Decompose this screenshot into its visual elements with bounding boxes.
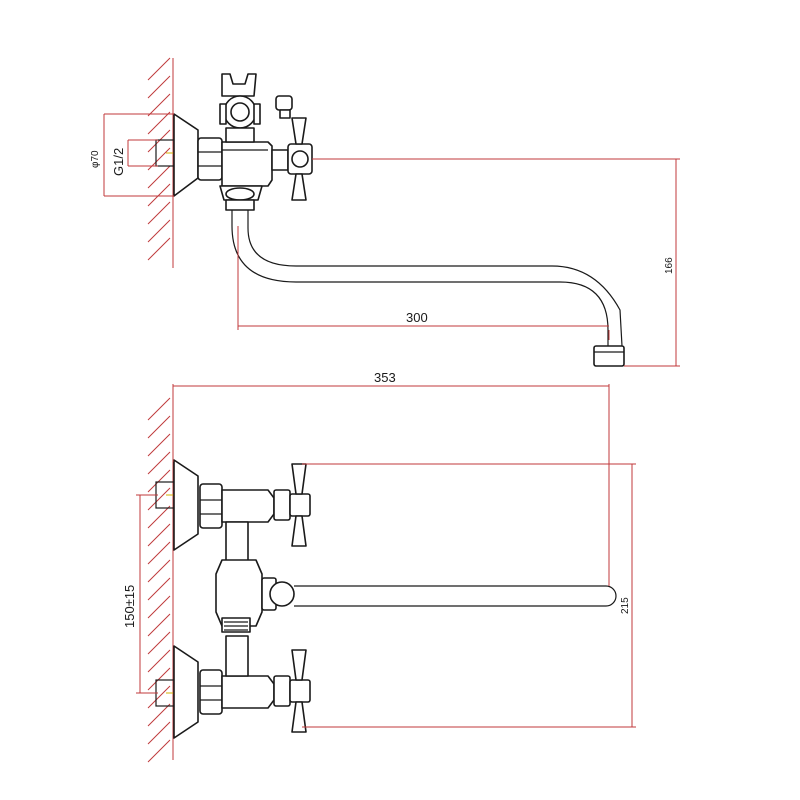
lower-riser [225,635,249,677]
dim-spout-height: 166 [312,158,680,367]
dim-flange-diameter: φ70 [90,113,174,197]
mixer-body-upper [221,489,275,523]
valve-handle-lower [273,649,311,733]
mixer-body-top [221,141,273,187]
spout-outer [231,204,609,346]
spout-inner [247,204,623,347]
dim-total-length-label: 353 [374,370,396,385]
hex-nut-lower [199,669,223,715]
spout-straight [294,585,617,607]
dim-spout-height-label: 166 [664,257,675,274]
dim-flange-diameter-label: φ70 [90,150,101,168]
diverter-bottom [215,559,295,633]
wall-flange-upper [173,459,199,551]
spout-collar [225,199,255,211]
hex-nut-upper [199,483,223,529]
wall-hatching-bottom [147,397,174,763]
dim-thread: G1/2 [111,139,158,176]
dim-center-distance-label: 150±15 [122,585,137,628]
dim-center-distance: 150±15 [122,494,158,694]
dim-spout-reach: 300 [237,226,610,340]
hex-nut-top [197,137,223,181]
wall-flange-lower [173,645,199,739]
plan-view: 353 215 150±15 [122,370,636,763]
upper-riser [225,521,249,563]
valve-handle-upper [273,463,311,547]
dim-spout-reach-label: 300 [406,310,428,325]
dim-spout-depth-label: 215 [620,597,631,614]
dim-thread-label: G1/2 [111,148,126,176]
wall-hatching-top [147,57,174,268]
mixer-body-lower [221,675,275,709]
aerator-top [593,345,625,367]
valve-handle-top [271,95,313,201]
wall-flange-top [173,113,199,197]
side-elevation-view: φ70 G1/2 166 300 [90,57,680,367]
dim-total-length: 353 [172,370,610,586]
shower-holder [219,73,261,143]
dim-spout-depth: 215 [302,463,636,728]
